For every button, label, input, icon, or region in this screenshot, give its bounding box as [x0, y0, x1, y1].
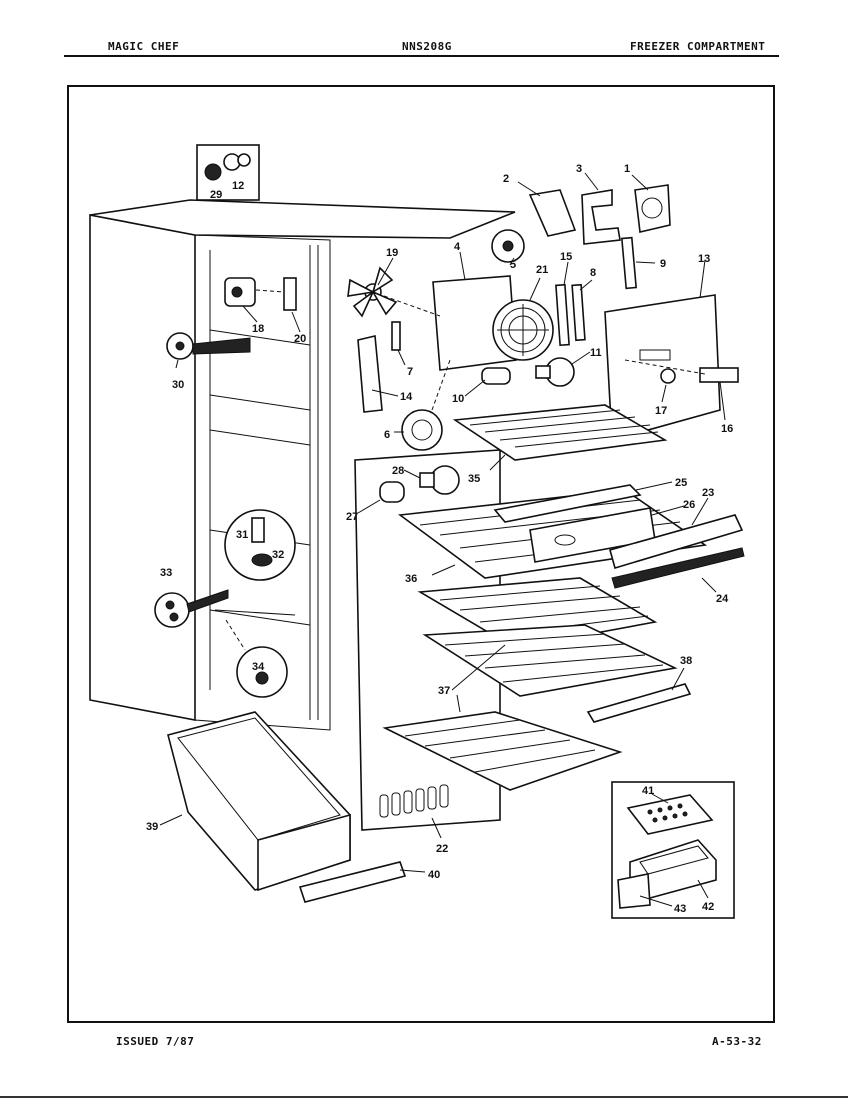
header-section: FREEZER COMPARTMENT — [630, 40, 766, 53]
callout-2: 2 — [503, 173, 509, 185]
strip-9 — [620, 236, 638, 290]
callout-33: 33 — [160, 567, 172, 579]
callout-36: 36 — [405, 573, 417, 585]
strip-40 — [298, 861, 407, 903]
dashed-assembly-lines — [225, 289, 706, 651]
callout-37: 37 — [438, 685, 450, 697]
callout-24: 24 — [716, 593, 729, 605]
light-bulb-11 — [535, 357, 575, 387]
callout-28: 28 — [392, 465, 404, 477]
callout-22: 22 — [436, 843, 448, 855]
callout-20: 20 — [294, 333, 306, 345]
callout-numbers: 1 2 3 4 5 6 7 8 9 10 11 12 13 14 15 16 1… — [146, 163, 733, 915]
callout-circle-31-32 — [224, 509, 296, 581]
shelf-37c — [382, 711, 623, 791]
callout-27: 27 — [346, 511, 358, 523]
callout-34: 34 — [252, 661, 265, 673]
page-bottom-edge — [0, 1096, 848, 1098]
roller-30 — [166, 332, 251, 360]
strip-8 — [571, 283, 586, 342]
callout-23: 23 — [702, 487, 714, 499]
callout-35: 35 — [468, 473, 480, 485]
callout-circle-34 — [236, 646, 288, 698]
upper-shelf-35 — [452, 404, 668, 461]
callout-25: 25 — [675, 477, 687, 489]
bracket-3 — [581, 189, 621, 245]
footer-page-code: A-53-32 — [712, 1035, 762, 1048]
callout-38: 38 — [680, 655, 692, 667]
button-17 — [660, 368, 676, 384]
callout-1: 1 — [624, 163, 630, 175]
light-bulb-28 — [419, 465, 460, 495]
header-brand: MAGIC CHEF — [108, 40, 180, 53]
fan-grille-21 — [492, 299, 554, 361]
latch-20 — [283, 277, 297, 311]
rail-25 — [493, 484, 642, 523]
callout-17: 17 — [655, 405, 667, 417]
callout-5: 5 — [510, 259, 516, 271]
callout-30: 30 — [172, 379, 184, 391]
callout-14: 14 — [400, 391, 413, 403]
switch-16 — [699, 367, 739, 383]
ice-tray-41 — [626, 794, 714, 835]
callout-12: 12 — [232, 180, 244, 192]
callout-29: 29 — [210, 189, 222, 201]
trim-24 — [611, 547, 745, 589]
trim-38 — [586, 683, 692, 723]
callout-8: 8 — [590, 267, 596, 279]
rail-23 — [609, 514, 744, 570]
socket-10 — [481, 367, 511, 385]
callout-4: 4 — [454, 241, 461, 253]
rear-panel-vents — [379, 784, 449, 818]
light-cover-13 — [604, 294, 721, 442]
bracket-14 — [357, 335, 383, 413]
diagram-frame — [67, 85, 775, 1023]
strip-15 — [555, 283, 570, 347]
callout-41: 41 — [642, 785, 654, 797]
callout-43: 43 — [674, 903, 686, 915]
callout-13: 13 — [698, 253, 710, 265]
shelf-37b — [422, 624, 678, 697]
fan-housing-plate-4 — [432, 275, 517, 371]
callout-3: 3 — [576, 163, 582, 175]
socket-27 — [379, 481, 405, 503]
tray-43 — [617, 873, 651, 909]
fan-blade-19 — [347, 266, 398, 318]
light-socket-1 — [634, 184, 671, 233]
callout-16: 16 — [721, 423, 733, 435]
header-model: NNS208G — [402, 40, 452, 53]
callout-26: 26 — [683, 499, 695, 511]
callout-11: 11 — [590, 347, 602, 359]
footer-issued: ISSUED 7/87 — [116, 1035, 195, 1048]
ice-bucket-39 — [167, 711, 351, 892]
callout-39: 39 — [146, 821, 158, 833]
callout-7: 7 — [407, 366, 413, 378]
hinge-18 — [224, 277, 256, 307]
callout-31: 31 — [236, 529, 248, 541]
kit-29-12 — [196, 144, 260, 201]
strip-7 — [391, 321, 401, 351]
callout-18: 18 — [252, 323, 264, 335]
callout-32: 32 — [272, 549, 284, 561]
leader-lines — [159, 172, 726, 907]
callout-40: 40 — [428, 869, 440, 881]
callout-15: 15 — [560, 251, 572, 263]
callout-6: 6 — [384, 429, 390, 441]
thermostat-knob-6 — [401, 409, 443, 451]
bracket-2 — [528, 189, 577, 237]
callout-21: 21 — [536, 264, 548, 276]
callout-9: 9 — [660, 258, 666, 270]
callout-42: 42 — [702, 901, 714, 913]
callout-19: 19 — [386, 247, 398, 259]
callout-circle-33 — [154, 589, 229, 628]
callout-10: 10 — [452, 393, 464, 405]
header-rule — [64, 55, 779, 57]
